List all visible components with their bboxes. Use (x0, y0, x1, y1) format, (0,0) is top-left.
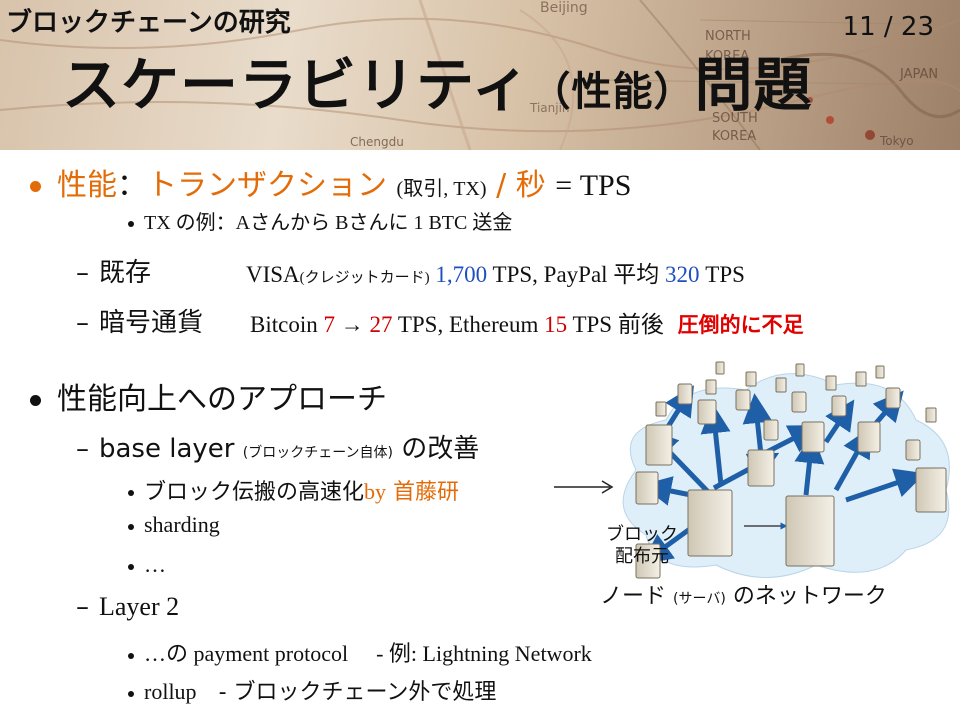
visa-label: VISA (246, 262, 300, 287)
bullet-dot (128, 490, 134, 496)
layer2-row: –Layer 2 (76, 592, 179, 622)
bitcoin-label: Bitcoin (250, 312, 318, 337)
bullet-dot (128, 563, 134, 570)
rollup-item: rollup - ブロックチェーン外で処理 (128, 674, 496, 706)
paypal-tps: 320 (665, 262, 700, 287)
transaction-label: トランザクション (147, 168, 387, 203)
deck-subtitle: ブロックチェーンの研究 (6, 8, 291, 38)
ellipsis-item: … (128, 552, 166, 578)
dash-icon: – (76, 592, 89, 622)
colon: ： (117, 168, 147, 203)
header-banner: Beijing NORTH KOREA JAPAN SOUTH KOREA To… (0, 0, 960, 150)
ellipsis-text: … (144, 552, 166, 577)
map-label-korea-south: KOREA (712, 129, 756, 144)
insufficient-emphasis: 圧倒的に不足 (677, 313, 804, 337)
layer2-label: Layer 2 (99, 592, 180, 621)
approach-title: 性能向上へのアプローチ (57, 382, 387, 417)
payment-protocol-item: …の payment protocol - 例: Lightning Networ… (128, 636, 592, 668)
tps-eq: = TPS (555, 169, 632, 202)
visa-note: (クレジットカード) (299, 270, 430, 286)
tps-unit: TPS (705, 262, 745, 287)
per-second: / 秒 (496, 168, 546, 203)
arrow-to-diagram-icon (554, 480, 614, 494)
map-background: Beijing NORTH KOREA JAPAN SOUTH KOREA To… (0, 0, 960, 150)
tps-around: TPS 前後 (572, 312, 664, 337)
page-number: 11 / 23 (842, 12, 934, 42)
bullet-dot (30, 181, 41, 192)
server-icons (635, 361, 947, 579)
caption-node: ノード (600, 584, 667, 609)
map-label-beijing: Beijing (540, 0, 588, 16)
block-source-label: ブロック 配布元 (606, 524, 678, 568)
map-label-south: SOUTH (712, 111, 758, 126)
diagram-caption: ノード (サーバ) のネットワーク (600, 578, 887, 610)
block-source-label-1: ブロック (606, 524, 678, 545)
crypto-row: –暗号通貨 (76, 302, 203, 339)
map-label-korea-north: KOREA (705, 49, 749, 64)
block-source-label-2: 配布元 (615, 546, 669, 567)
slide-title: スケーラビリティ（性能）問題 (62, 38, 813, 122)
crypto-label: 暗号通貨 (99, 308, 204, 338)
visa-tps: 1,700 (435, 262, 488, 287)
bullet-approach: 性能向上へのアプローチ (30, 374, 387, 418)
arrow-right-icon: → (340, 312, 364, 337)
map-label-japan: JAPAN (899, 67, 938, 82)
bullet-dot (128, 523, 134, 530)
base-layer-row: –base layer (ブロックチェーン自体) の改善 (76, 428, 479, 465)
bullet-performance: 性能：トランザクション (取引, TX) / 秒 = TPS (30, 160, 631, 204)
caption-network: のネットワーク (732, 584, 887, 609)
bitcoin-tps-max: 27 (369, 312, 393, 337)
lab-name: 首藤研 (393, 480, 460, 505)
tx-example: TX の例：Aさんから Bさんに 1 BTC 送金 (128, 206, 512, 235)
dash-icon: – (76, 258, 89, 288)
node-network-diagram (622, 361, 950, 579)
base-layer-label: base layer (99, 434, 235, 464)
base-layer-note: (ブロックチェーン自体) (242, 445, 393, 461)
map-label-tokyo: Tokyo (879, 134, 914, 148)
by-label: by (364, 479, 387, 504)
propagation-text: ブロック伝搬の高速化 (144, 480, 365, 505)
title-paren: （性能） (530, 69, 695, 115)
tx-example-text: TX の例：Aさんから Bさんに 1 BTC 送金 (144, 212, 513, 234)
ethereum-label: TPS, Ethereum (397, 312, 539, 337)
bullet-dot (128, 652, 134, 659)
existing-label: 既存 (99, 258, 152, 288)
tx-paren: (取引, TX) (396, 178, 487, 200)
paypal-label: TPS, PayPal 平均 (492, 262, 660, 287)
dash-icon: – (76, 434, 89, 464)
title-end: 問題 (694, 51, 813, 119)
bullet-dot (128, 690, 134, 697)
crypto-values: Bitcoin 7 → 27 TPS, Ethereum 15 TPS 前後 圧… (250, 305, 804, 339)
perf-label: 性能 (57, 168, 117, 203)
map-label-north: NORTH (705, 29, 751, 44)
title-main: スケーラビリティ (62, 51, 531, 119)
existing-row: –既存 (76, 252, 151, 289)
bullet-dot (128, 221, 134, 228)
dash-icon: – (76, 308, 89, 338)
map-label-chengdu: Chengdu (350, 135, 404, 149)
rollup-desc: - ブロックチェーン外で処理 (218, 680, 497, 705)
sharding-item: sharding (128, 512, 220, 538)
payment-protocol-text: …の payment protocol (144, 641, 349, 666)
bitcoin-tps-min: 7 (323, 312, 335, 337)
caption-server: (サーバ) (673, 591, 726, 607)
rollup-text: rollup (144, 679, 197, 704)
lightning-example: - 例: Lightning Network (376, 641, 592, 666)
existing-values: VISA(クレジットカード) 1,700 TPS, PayPal 平均 320 … (246, 255, 745, 289)
map-label-tianjin: Tianjin (529, 101, 570, 115)
sharding-text: sharding (144, 512, 220, 537)
propagation-item: ブロック伝搬の高速化by 首藤研 (128, 474, 459, 506)
improvement-label: の改善 (401, 434, 480, 464)
bullet-dot (30, 395, 41, 406)
ethereum-tps: 15 (544, 312, 568, 337)
